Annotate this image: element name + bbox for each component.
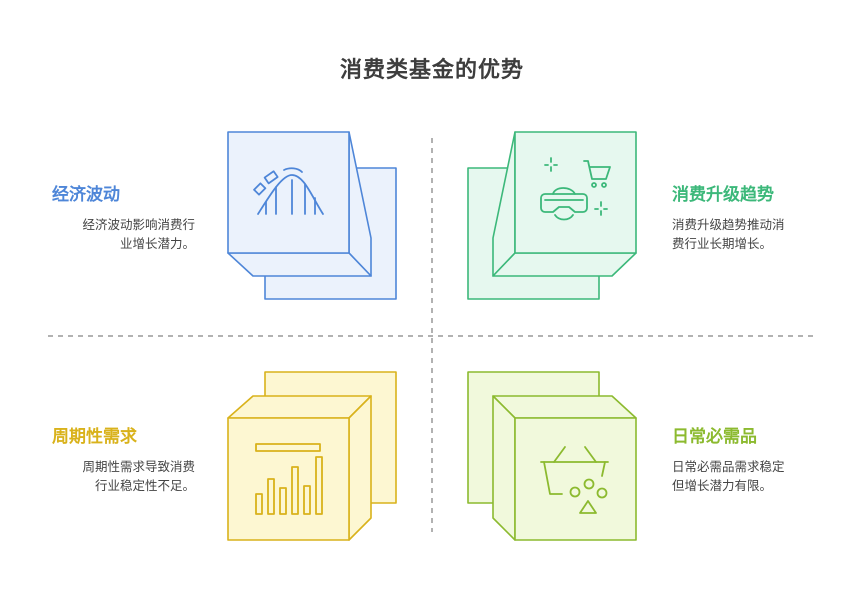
diagram-title: 消费类基金的优势 — [339, 58, 524, 83]
vr-headset-shopping-cart-icon — [540, 157, 611, 221]
bar-chart-icon — [255, 443, 323, 515]
desc-economic-fluctuation: 经济波动影响消费行 业增长潜力。 — [82, 217, 195, 251]
desc-cyclical-demand: 周期性需求导致消费 行业稳定性不足。 — [82, 459, 195, 493]
block-cyclical-demand — [227, 371, 397, 541]
shopping-basket-icon — [540, 446, 609, 514]
heading-consumption-upgrade: 消费升级趋势 — [672, 185, 774, 205]
heading-daily-necessities: 日常必需品 — [672, 427, 757, 447]
desc-consumption-upgrade: 消费升级趋势推动消 费行业长期增长。 — [672, 217, 785, 251]
heading-economic-fluctuation: 经济波动 — [52, 185, 120, 205]
desc-daily-necessities: 日常必需品需求稳定 但增长潜力有限。 — [672, 459, 785, 493]
roller-coaster-icon — [253, 167, 324, 215]
block-daily-necessities — [467, 371, 637, 541]
block-consumption-upgrade — [467, 131, 637, 300]
heading-cyclical-demand: 周期性需求 — [52, 427, 137, 447]
block-economic-fluctuation — [227, 131, 397, 300]
